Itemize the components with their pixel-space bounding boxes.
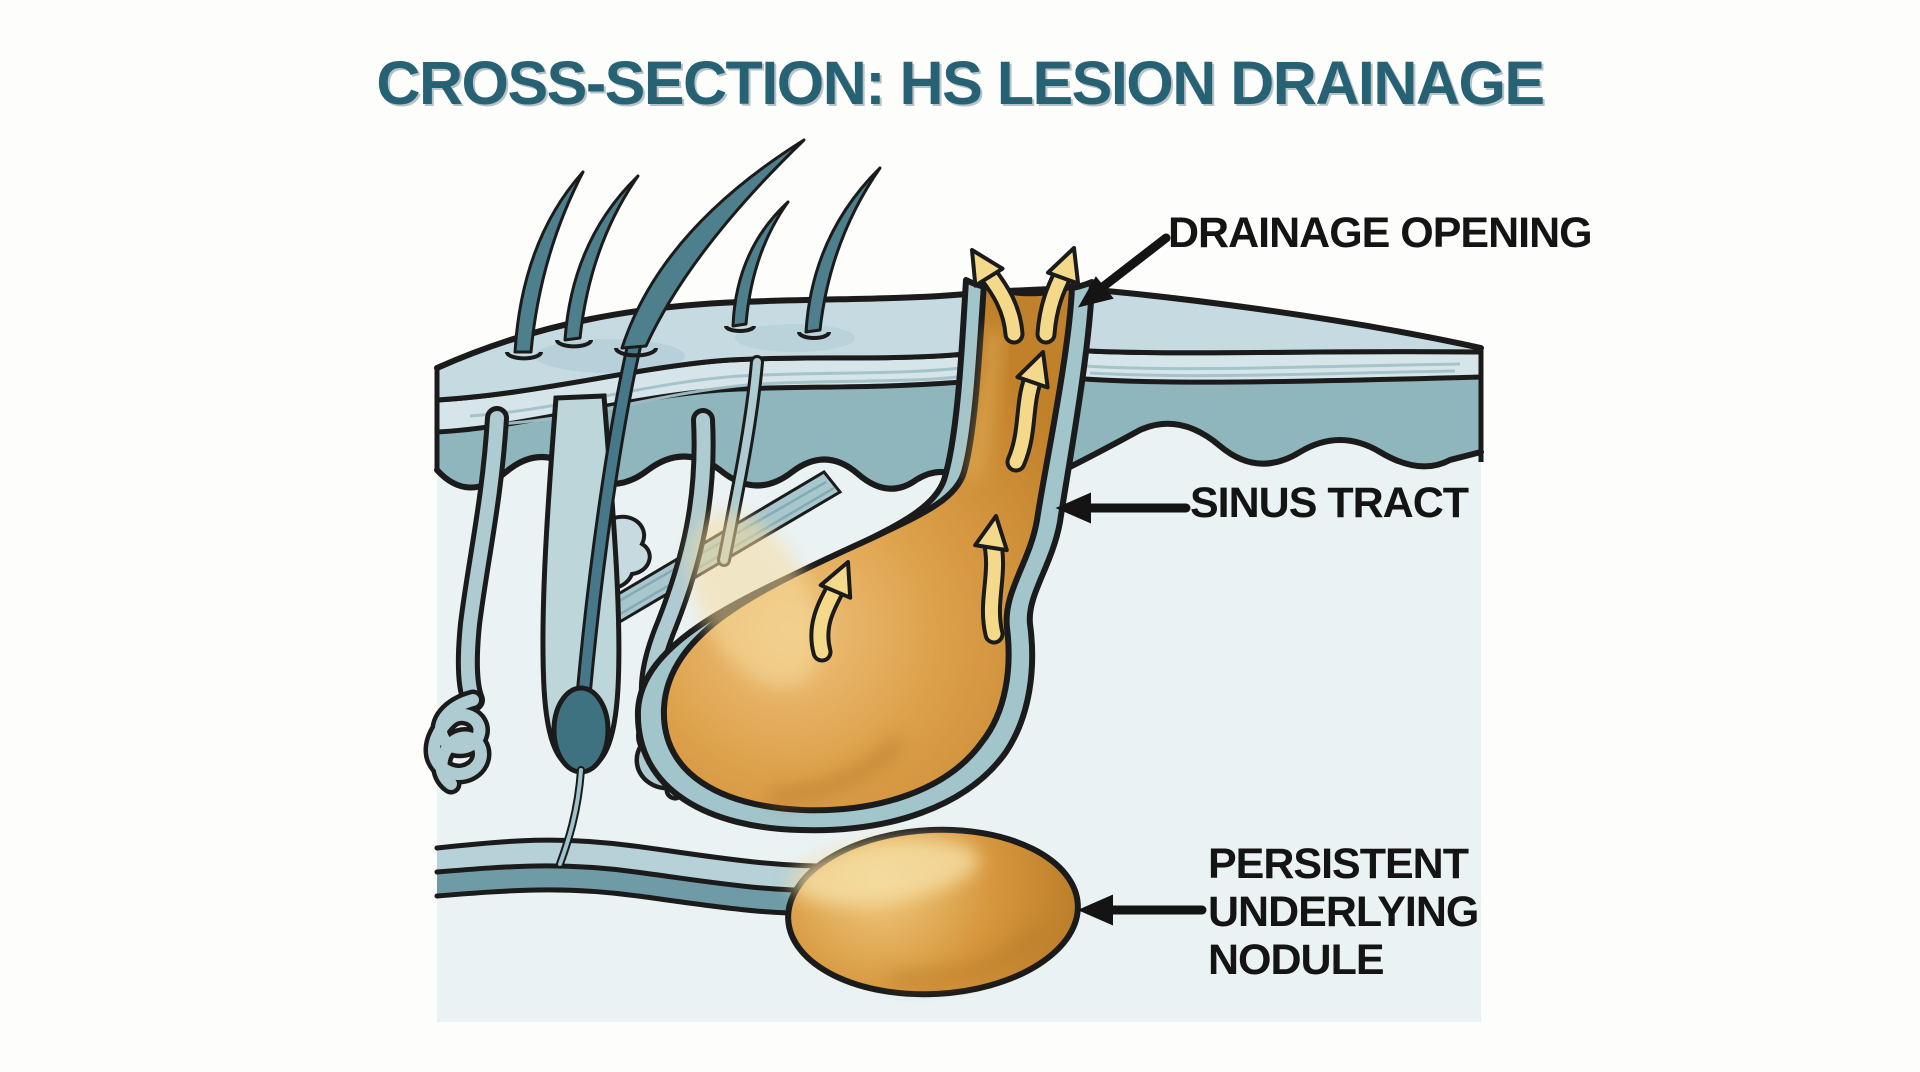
- hair-base-notches: [505, 325, 831, 361]
- hair-strand: [563, 174, 640, 342]
- hair-strand: [620, 138, 806, 350]
- flow-arrow-cavity: [809, 560, 853, 663]
- hair-follicle-central: [540, 338, 642, 868]
- sweat-gland-coil: [423, 689, 492, 795]
- label-nodule-line-2: UNDERLYING: [1208, 888, 1479, 936]
- annotation-arrows: [1055, 233, 1207, 926]
- nodule-arrow: [1077, 894, 1207, 926]
- hair-strand: [731, 200, 790, 328]
- cavity-inner-shadow: [769, 734, 907, 805]
- hair-strand: [804, 166, 882, 334]
- drainage-opening-arrow: [1077, 233, 1171, 308]
- flow-arrow-exit-left: [970, 248, 1025, 345]
- hair-strands: [505, 138, 882, 361]
- flow-arrow-tract: [1005, 350, 1050, 473]
- flow-arrow-neck: [973, 514, 1009, 645]
- page-title: CROSS-SECTION: HS LESION DRAINAGE: [376, 49, 1545, 117]
- skin-surface: [437, 288, 1481, 400]
- hair-strand: [513, 170, 585, 354]
- label-persistent-underlying-nodule: PERSISTENT UNDERLYING NODULE: [1208, 840, 1479, 984]
- surface-silhouette-outline: [434, 284, 1484, 371]
- nodule-highlight: [790, 839, 980, 905]
- nodule-inner-shadow: [889, 925, 1045, 985]
- sinus-tract-arrow: [1055, 492, 1191, 524]
- hs-lesion: [634, 277, 1095, 998]
- surface-shade-patch: [735, 324, 855, 352]
- label-nodule-line-1: PERSISTENT: [1208, 840, 1469, 888]
- label-sinus-tract: SINUS TRACT: [1190, 479, 1469, 527]
- cavity-highlight: [689, 512, 821, 688]
- drainage-flow-arrows: [809, 246, 1081, 663]
- tract-highlight: [965, 329, 1002, 480]
- follicle-bulb: [551, 685, 611, 775]
- label-nodule-line-3: NODULE: [1208, 936, 1385, 984]
- hair-follicle-left: [455, 406, 509, 712]
- flow-arrow-exit-right: [1035, 246, 1081, 345]
- surface-front-outline: [434, 347, 1484, 403]
- label-drainage-opening: DRAINAGE OPENING: [1168, 209, 1593, 257]
